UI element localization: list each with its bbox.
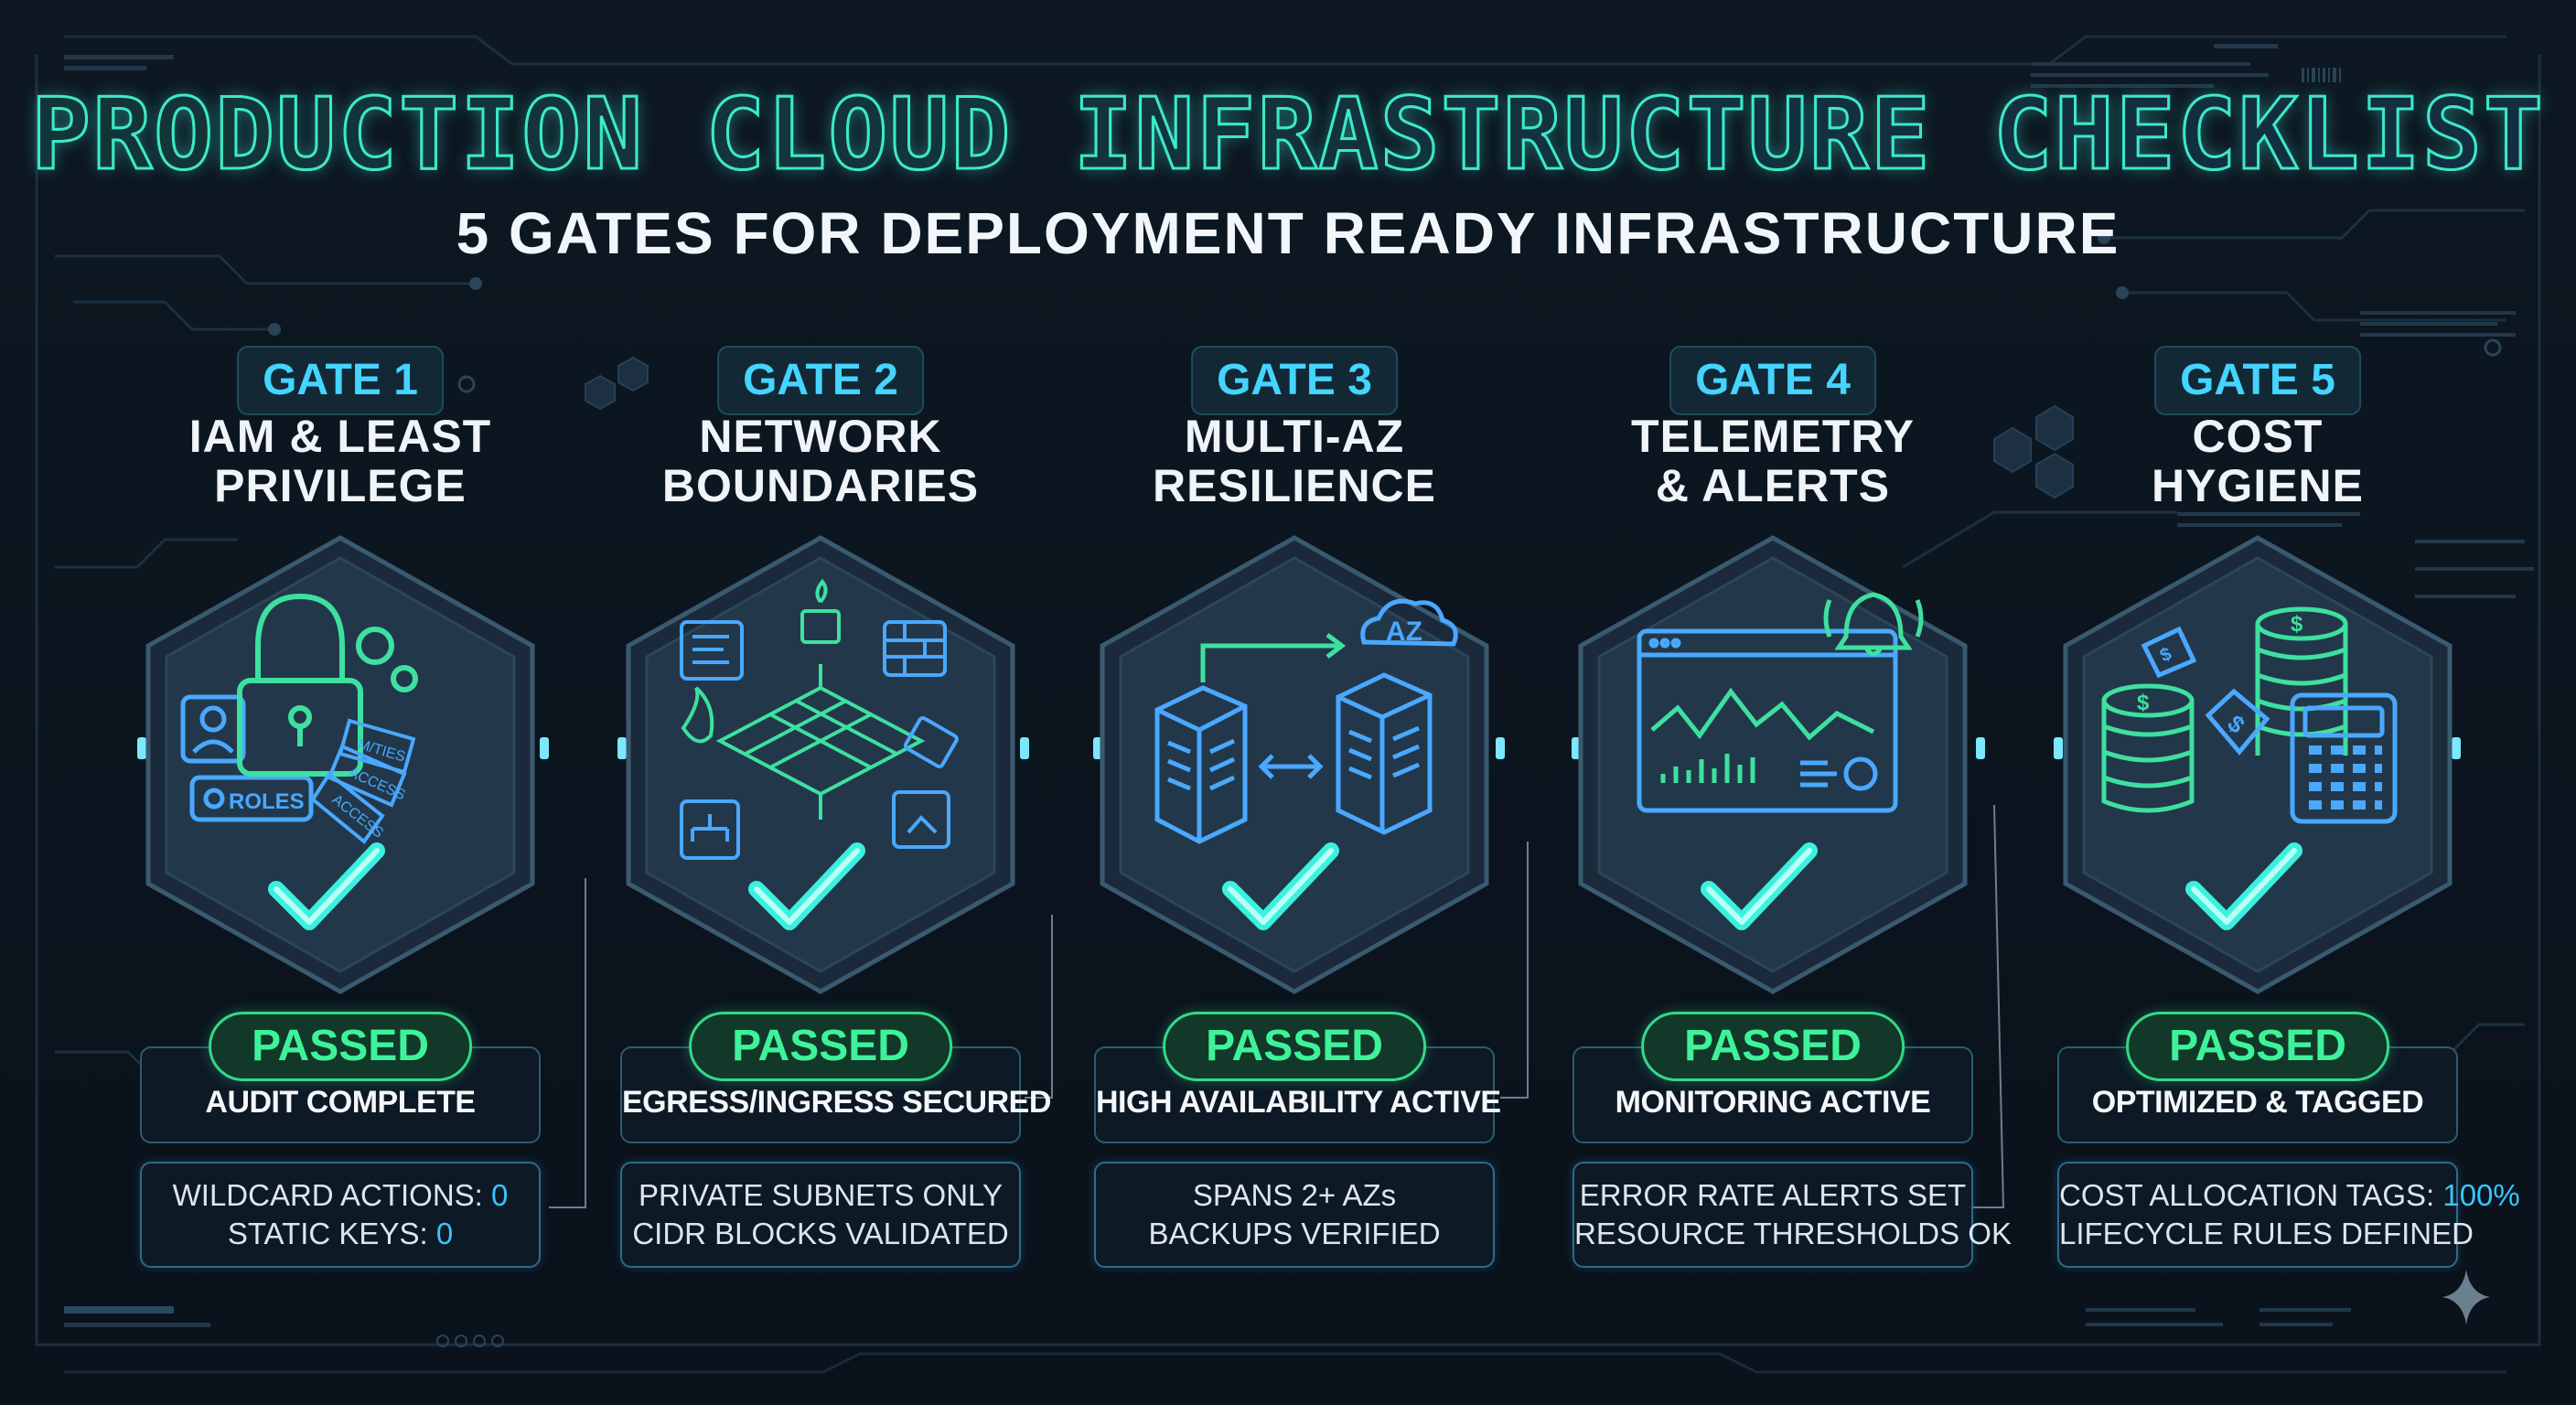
gate-name-line2: BOUNDARIES bbox=[661, 460, 980, 511]
gate-name-line2: & ALERTS bbox=[1655, 460, 1891, 511]
coins-calculator-icon: $ $ $ $ bbox=[2063, 535, 2453, 994]
gate-name: MULTI-AZ RESILIENCE bbox=[1057, 412, 1532, 510]
servers-az-cloud-icon: AZ bbox=[1100, 535, 1489, 994]
gate-name-line1: NETWORK bbox=[699, 411, 942, 462]
passed-badge: PASSED bbox=[209, 1012, 472, 1081]
svg-text:ROLES: ROLES bbox=[229, 789, 305, 814]
gate-name: IAM & LEAST PRIVILEGE bbox=[102, 412, 578, 510]
gate-detail-box: PRIVATE SUBNETS ONLY CIDR BLOCKS VALIDAT… bbox=[620, 1162, 1021, 1268]
gate-name: COST HYGIENE bbox=[2020, 412, 2496, 510]
passed-badge: PASSED bbox=[1163, 1012, 1426, 1081]
gate-name-line2: HYGIENE bbox=[2151, 460, 2365, 511]
svg-text:AZ: AZ bbox=[1386, 617, 1422, 647]
gate-badge: GATE 5 bbox=[2154, 346, 2361, 415]
passed-badge: PASSED bbox=[2126, 1012, 2389, 1081]
gate-card-5: GATE 5 COST HYGIENE $ $ $ $ OPTIMIZED & … bbox=[2020, 346, 2520, 1279]
dashboard-bell-icon bbox=[1578, 535, 1968, 994]
page-subtitle: 5 GATES FOR DEPLOYMENT READY INFRASTRUCT… bbox=[456, 200, 2120, 266]
gate-detail-box: ERROR RATE ALERTS SET RESOURCE THRESHOLD… bbox=[1572, 1162, 2012, 1268]
gate-badge: GATE 1 bbox=[237, 346, 444, 415]
gate-name-line1: COST bbox=[2192, 411, 2324, 462]
gate-badge: GATE 3 bbox=[1191, 346, 1398, 415]
network-firewall-icon bbox=[626, 535, 1015, 994]
passed-badge: PASSED bbox=[1641, 1012, 1905, 1081]
page-title: PRODUCTION CLOUD INFRASTRUCTURE CHECKLIS… bbox=[0, 79, 2576, 191]
gate-status-box: MONITORING ACTIVE bbox=[1572, 1046, 1973, 1143]
svg-text:$: $ bbox=[2137, 691, 2150, 715]
gate-detail-box: WILDCARD ACTIONS: 0 STATIC KEYS: 0 bbox=[140, 1162, 541, 1268]
gate-card-3: GATE 3 MULTI-AZ RESILIENCE AZ HIGH AVAIL… bbox=[1057, 346, 1532, 1279]
gate-name: NETWORK BOUNDARIES bbox=[583, 412, 1058, 510]
svg-text:$: $ bbox=[2291, 612, 2303, 637]
gate-badge: GATE 2 bbox=[717, 346, 924, 415]
gate-detail-box: SPANS 2+ AZs BACKUPS VERIFIED bbox=[1094, 1162, 1495, 1268]
passed-badge: PASSED bbox=[689, 1012, 952, 1081]
gate-badge: GATE 4 bbox=[1669, 346, 1876, 415]
gate-status-box: EGRESS/INGRESS SECURED bbox=[620, 1046, 1051, 1143]
gate-name-line2: PRIVILEGE bbox=[214, 460, 467, 511]
gate-name-line1: MULTI-AZ bbox=[1184, 411, 1405, 462]
gate-name-line1: TELEMETRY bbox=[1631, 411, 1915, 462]
iam-lock-roles-icon: ROLES M/TIES ACCESS ACCESS bbox=[145, 535, 535, 994]
gate-name-line2: RESILIENCE bbox=[1152, 460, 1437, 511]
gate-name-line1: IAM & LEAST bbox=[188, 411, 492, 462]
gate-card-2: GATE 2 NETWORK BOUNDARIES bbox=[583, 346, 1058, 1279]
gate-detail-box: COST ALLOCATION TAGS: 100% LIFECYCLE RUL… bbox=[2057, 1162, 2520, 1268]
gate-name: TELEMETRY & ALERTS bbox=[1535, 412, 2011, 510]
gate-card-4: GATE 4 TELEMETRY & ALERTS MONITORING ACT… bbox=[1535, 346, 2012, 1279]
gate-card-1: GATE 1 IAM & LEAST PRIVILEGE ROLES M/TIE… bbox=[102, 346, 578, 1279]
